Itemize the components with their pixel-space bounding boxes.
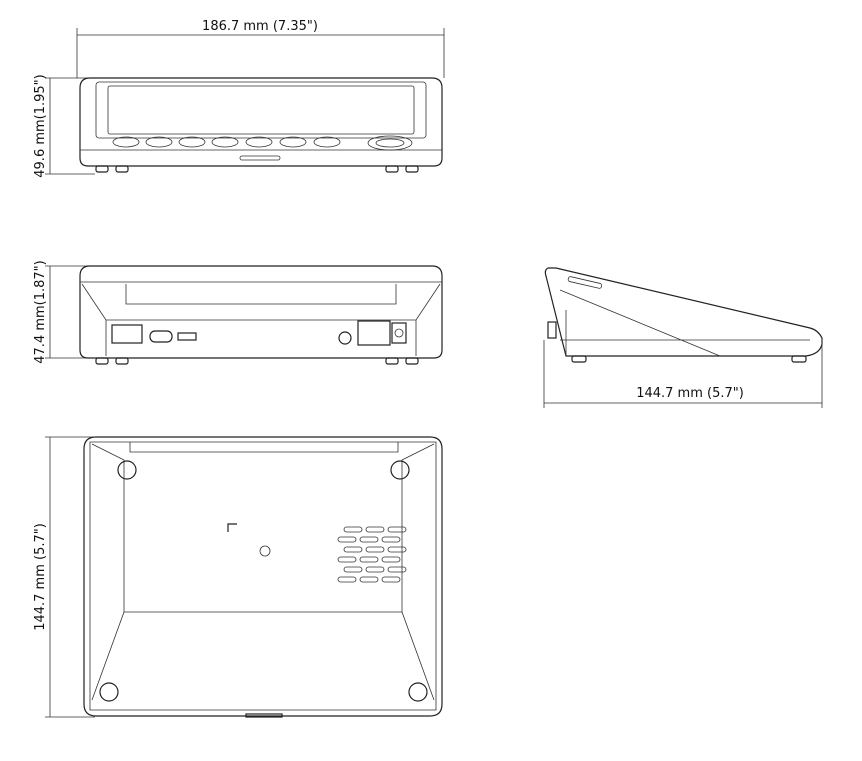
rear-height-label: 47.4 mm(1.87") (33, 260, 48, 363)
side-view: 144.7 mm (5.7") (543, 267, 823, 408)
side-depth-label: 144.7 mm (5.7") (636, 386, 744, 401)
front-width-label: 186.7 mm (7.35") (202, 19, 318, 34)
front-view: 186.7 mm (7.35") 49.6 mm(1.95") (33, 19, 445, 178)
vent-grille (337, 526, 407, 583)
bottom-depth-label: 144.7 mm (5.7") (33, 523, 48, 631)
front-height-label: 49.6 mm(1.95") (33, 74, 48, 177)
rear-view: 47.4 mm(1.87") (33, 260, 443, 365)
bottom-view: 144.7 mm (5.7") (33, 436, 443, 718)
